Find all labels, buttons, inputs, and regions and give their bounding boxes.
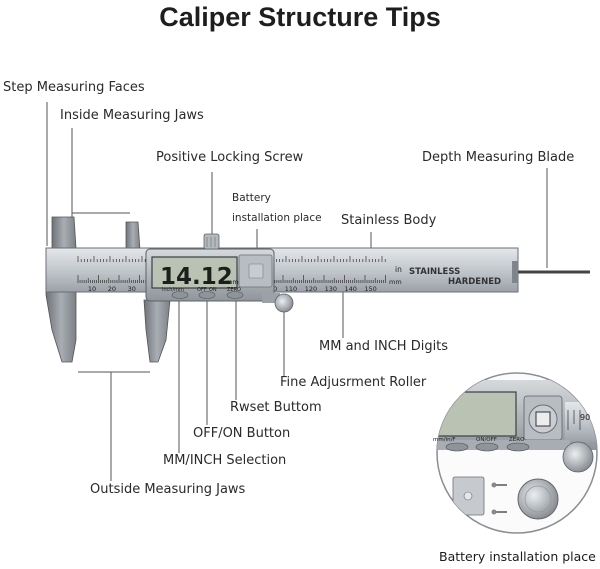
fine-roller (262, 293, 294, 313)
btn-zero-label: ZERO (227, 287, 241, 293)
scale-number: 130 (325, 285, 337, 293)
sliding-jaw (125, 221, 171, 363)
btn-zero (226, 291, 244, 299)
label-off-on-button: OFF/ON Button (193, 426, 291, 441)
label-battery-line1: Battery (232, 192, 271, 204)
caliper-head (145, 233, 275, 302)
diagram-title: Caliper Structure Tips (159, 2, 441, 32)
label-outside-jaws: Outside Measuring Jaws (90, 482, 246, 497)
label-mm-inch-selection: MM/INCH Selection (163, 453, 287, 468)
scale-number: 150 (364, 285, 376, 293)
btn-inch-mm (171, 291, 189, 299)
battery-inset (436, 372, 598, 534)
unit-in-label: in (395, 265, 402, 274)
main-beam (45, 247, 590, 293)
scale-number: 30 (128, 285, 136, 293)
label-depth-blade: Depth Measuring Blade (422, 150, 575, 165)
label-reset-button: Rwset Buttom (230, 400, 322, 415)
label-stainless-body: Stainless Body (341, 213, 437, 228)
btn-off-on (198, 291, 216, 299)
scale-number: 110 (285, 285, 297, 293)
inset-btn-unit-label: mm/in/F (433, 437, 456, 443)
label-inside-jaws: Inside Measuring Jaws (60, 108, 204, 123)
scale-number: 120 (305, 285, 317, 293)
body-text-stainless: STAINLESS (409, 267, 460, 277)
lcd-unit: mm (226, 278, 239, 286)
label-locking-screw: Positive Locking Screw (156, 150, 304, 165)
inset-btn-zero-label: ZERO (509, 437, 525, 443)
inset-scale-number: 90 (580, 413, 590, 422)
lcd-value: 14.12 (160, 264, 233, 290)
inset-btn-power-label: ON/OFF (476, 437, 497, 443)
btn-on-label: ON (209, 287, 217, 293)
btn-off-label: OFF (197, 287, 207, 293)
label-mm-inch-digits: MM and INCH Digits (319, 339, 449, 354)
inset-caption: Battery installation place (439, 549, 596, 564)
label-step-faces: Step Measuring Faces (3, 80, 145, 95)
lcd-display (151, 256, 238, 289)
leader-lines (46, 102, 548, 481)
body-text-hardened: HARDENED (448, 277, 501, 287)
label-battery-line2: installation place (232, 212, 322, 224)
scale-number: 140 (344, 285, 356, 293)
scale-number: 20 (108, 285, 116, 293)
label-fine-roller: Fine Adjusrment Roller (280, 375, 427, 390)
unit-mm-label: mm (389, 278, 402, 286)
btn-inch-mm-label: inch/mm (162, 287, 184, 293)
scale-number: 10 (88, 285, 96, 293)
